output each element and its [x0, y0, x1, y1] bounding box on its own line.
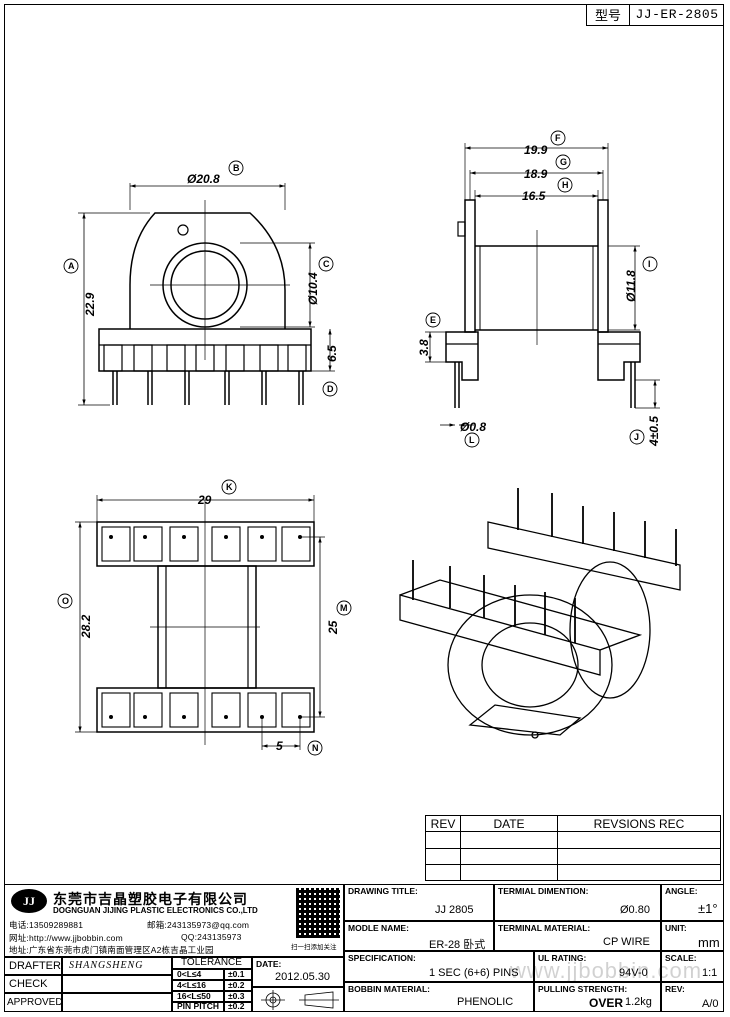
callout-letters: B A C D F G H I E L J K O M N — [62, 133, 651, 753]
callouts — [57, 130, 658, 756]
angle-value: ±1° — [698, 901, 718, 916]
tolerance-value-4: ±0.2 — [228, 1001, 245, 1011]
callout-k: K — [226, 482, 233, 492]
date-label: DATE: — [256, 959, 282, 969]
scale-label: SCALE: — [665, 953, 697, 963]
dim-b: Ø20.8 — [187, 172, 220, 186]
revision-table: REV DATE REVSIONS REC — [425, 814, 721, 882]
company-address: 地址:广东省东莞市虎门镇南面管理区A2栋吉晶工业园 — [9, 945, 214, 955]
callout-j: J — [634, 432, 639, 442]
check-label: CHECK — [9, 978, 48, 990]
drafter-label: DRAFTER — [9, 960, 61, 972]
scale-value: 1:1 — [702, 967, 718, 979]
bobbin-material-label: BOBBIN MATERIAL: — [348, 984, 430, 994]
spec-label: SPECIFICATION: — [348, 953, 416, 963]
dim-g: 18.9 — [524, 167, 548, 181]
dim-n: 5 — [276, 739, 283, 753]
rev-value: A/0 — [702, 998, 719, 1010]
dim-i: Ø11.8 — [624, 270, 638, 302]
dim-e: 3.8 — [417, 339, 431, 356]
date-value: 2012.05.30 — [275, 971, 331, 983]
tolerance-value-2: ±0.2 — [228, 980, 245, 990]
tolerance-label: TOLERANCE — [181, 957, 242, 968]
company-panel: JJ 东莞市吉晶塑胶电子有限公司 DOGNGUAN JIJING PLASTIC… — [4, 884, 344, 957]
qr-caption: 扫一扫添加关注 — [291, 944, 337, 951]
callout-m: M — [340, 603, 348, 613]
ul-rating-label: UL RATING: — [538, 953, 587, 963]
drawing-title-value: JJ 2805 — [435, 904, 474, 916]
company-web: 网址:http://www.jjbobbin.com — [9, 933, 123, 943]
callout-n: N — [312, 743, 319, 753]
callout-b: B — [233, 163, 240, 173]
front-view — [78, 183, 335, 406]
approved-label: APPROVED — [7, 997, 63, 1008]
isometric-view — [399, 488, 681, 739]
tolerance-range-1: 0<L≤4 — [177, 969, 202, 979]
angle-label: ANGLE: — [665, 886, 698, 896]
callout-d: D — [327, 384, 334, 394]
top-view — [75, 495, 325, 750]
module-name-value: ER-28 卧式 — [429, 939, 486, 951]
pulling-strength-value: 1.2kg — [625, 996, 652, 1008]
unit-value: mm — [698, 935, 720, 950]
bobbin-material-value: PHENOLIC — [457, 996, 514, 1008]
pulling-over: OVER — [589, 996, 624, 1010]
dim-d: 6.5 — [325, 345, 339, 362]
company-phone: 电话:13509289881 — [9, 920, 84, 930]
model-value: JJ-ER-2805 — [635, 7, 719, 22]
side-view — [425, 143, 660, 427]
company-name-en: DOGNGUAN JIJING PLASTIC ELECTRONICS CO.,… — [53, 906, 258, 915]
callout-g: G — [560, 157, 567, 167]
drafter-signature: SHANGSHENG — [69, 960, 144, 971]
module-name-label: MODLE NAME: — [348, 923, 409, 933]
tolerance-value-3: ±0.3 — [228, 991, 245, 1001]
watermark: www.jjbobbin.com — [510, 958, 703, 983]
callout-i: I — [648, 259, 651, 269]
callout-e: E — [430, 315, 436, 325]
callout-f: F — [555, 133, 561, 143]
callout-l: L — [469, 435, 475, 445]
terminal-material-value: CP WIRE — [603, 936, 650, 948]
callout-c: C — [323, 259, 330, 269]
terminal-material-label: TERMINAL MATERIAL: — [498, 923, 591, 933]
dim-a: 22.9 — [83, 292, 97, 317]
dim-f: 19.9 — [524, 143, 548, 157]
rev-label: REV: — [665, 984, 685, 994]
dimension-values: Ø20.8 22.9 Ø10.4 6.5 19.9 18.9 16.5 Ø11.… — [79, 143, 661, 753]
spec-value: 1 SEC (6+6) PINS — [429, 967, 519, 979]
tolerance-range-3: 16<L≤50 — [177, 991, 211, 1001]
callout-o: O — [62, 596, 69, 606]
tolerance-range-4: PIN PITCH — [177, 1001, 220, 1011]
ul-rating-value: 94V-0 — [619, 967, 648, 979]
model-label: 型号 — [587, 4, 630, 25]
tolerance-value-1: ±0.1 — [228, 969, 245, 979]
tolerance-range-2: 4<L≤16 — [177, 980, 207, 990]
dim-c: Ø10.4 — [306, 272, 320, 305]
callout-a: A — [68, 261, 75, 271]
company-name-cn: 东莞市吉晶塑胶电子有限公司 — [53, 891, 248, 907]
dim-m: 25 — [326, 620, 340, 635]
projection-symbol — [252, 987, 344, 1012]
drawing-title-label: DRAWING TITLE: — [348, 886, 418, 896]
company-qq: QQ:243135973 — [181, 932, 242, 942]
callout-h: H — [562, 180, 569, 190]
rev-header: REV — [425, 814, 461, 833]
dim-o: 28.2 — [79, 614, 93, 639]
title-block: JJ 东莞市吉晶塑胶电子有限公司 DOGNGUAN JIJING PLASTIC… — [4, 884, 724, 1012]
company-email: 邮箱:243135973@qq.com — [147, 920, 250, 930]
terminal-dim-label: TERMIAL DIMENTION: — [498, 886, 589, 896]
date-header: DATE — [460, 814, 558, 833]
dim-h: 16.5 — [522, 189, 546, 203]
terminal-dim-value: Ø0.80 — [620, 904, 650, 916]
pulling-strength-label: PULLING STRENGTH: — [538, 984, 628, 994]
unit-label: UNIT: — [665, 923, 687, 933]
model-box: 型号 JJ-ER-2805 — [586, 4, 724, 26]
dim-k: 29 — [197, 493, 212, 507]
qr-code — [296, 888, 340, 938]
dim-j: 4±0.5 — [647, 416, 661, 447]
revisions-header: REVSIONS REC — [557, 814, 721, 833]
dim-l: Ø0.8 — [460, 420, 486, 434]
company-logo: JJ — [11, 889, 47, 913]
